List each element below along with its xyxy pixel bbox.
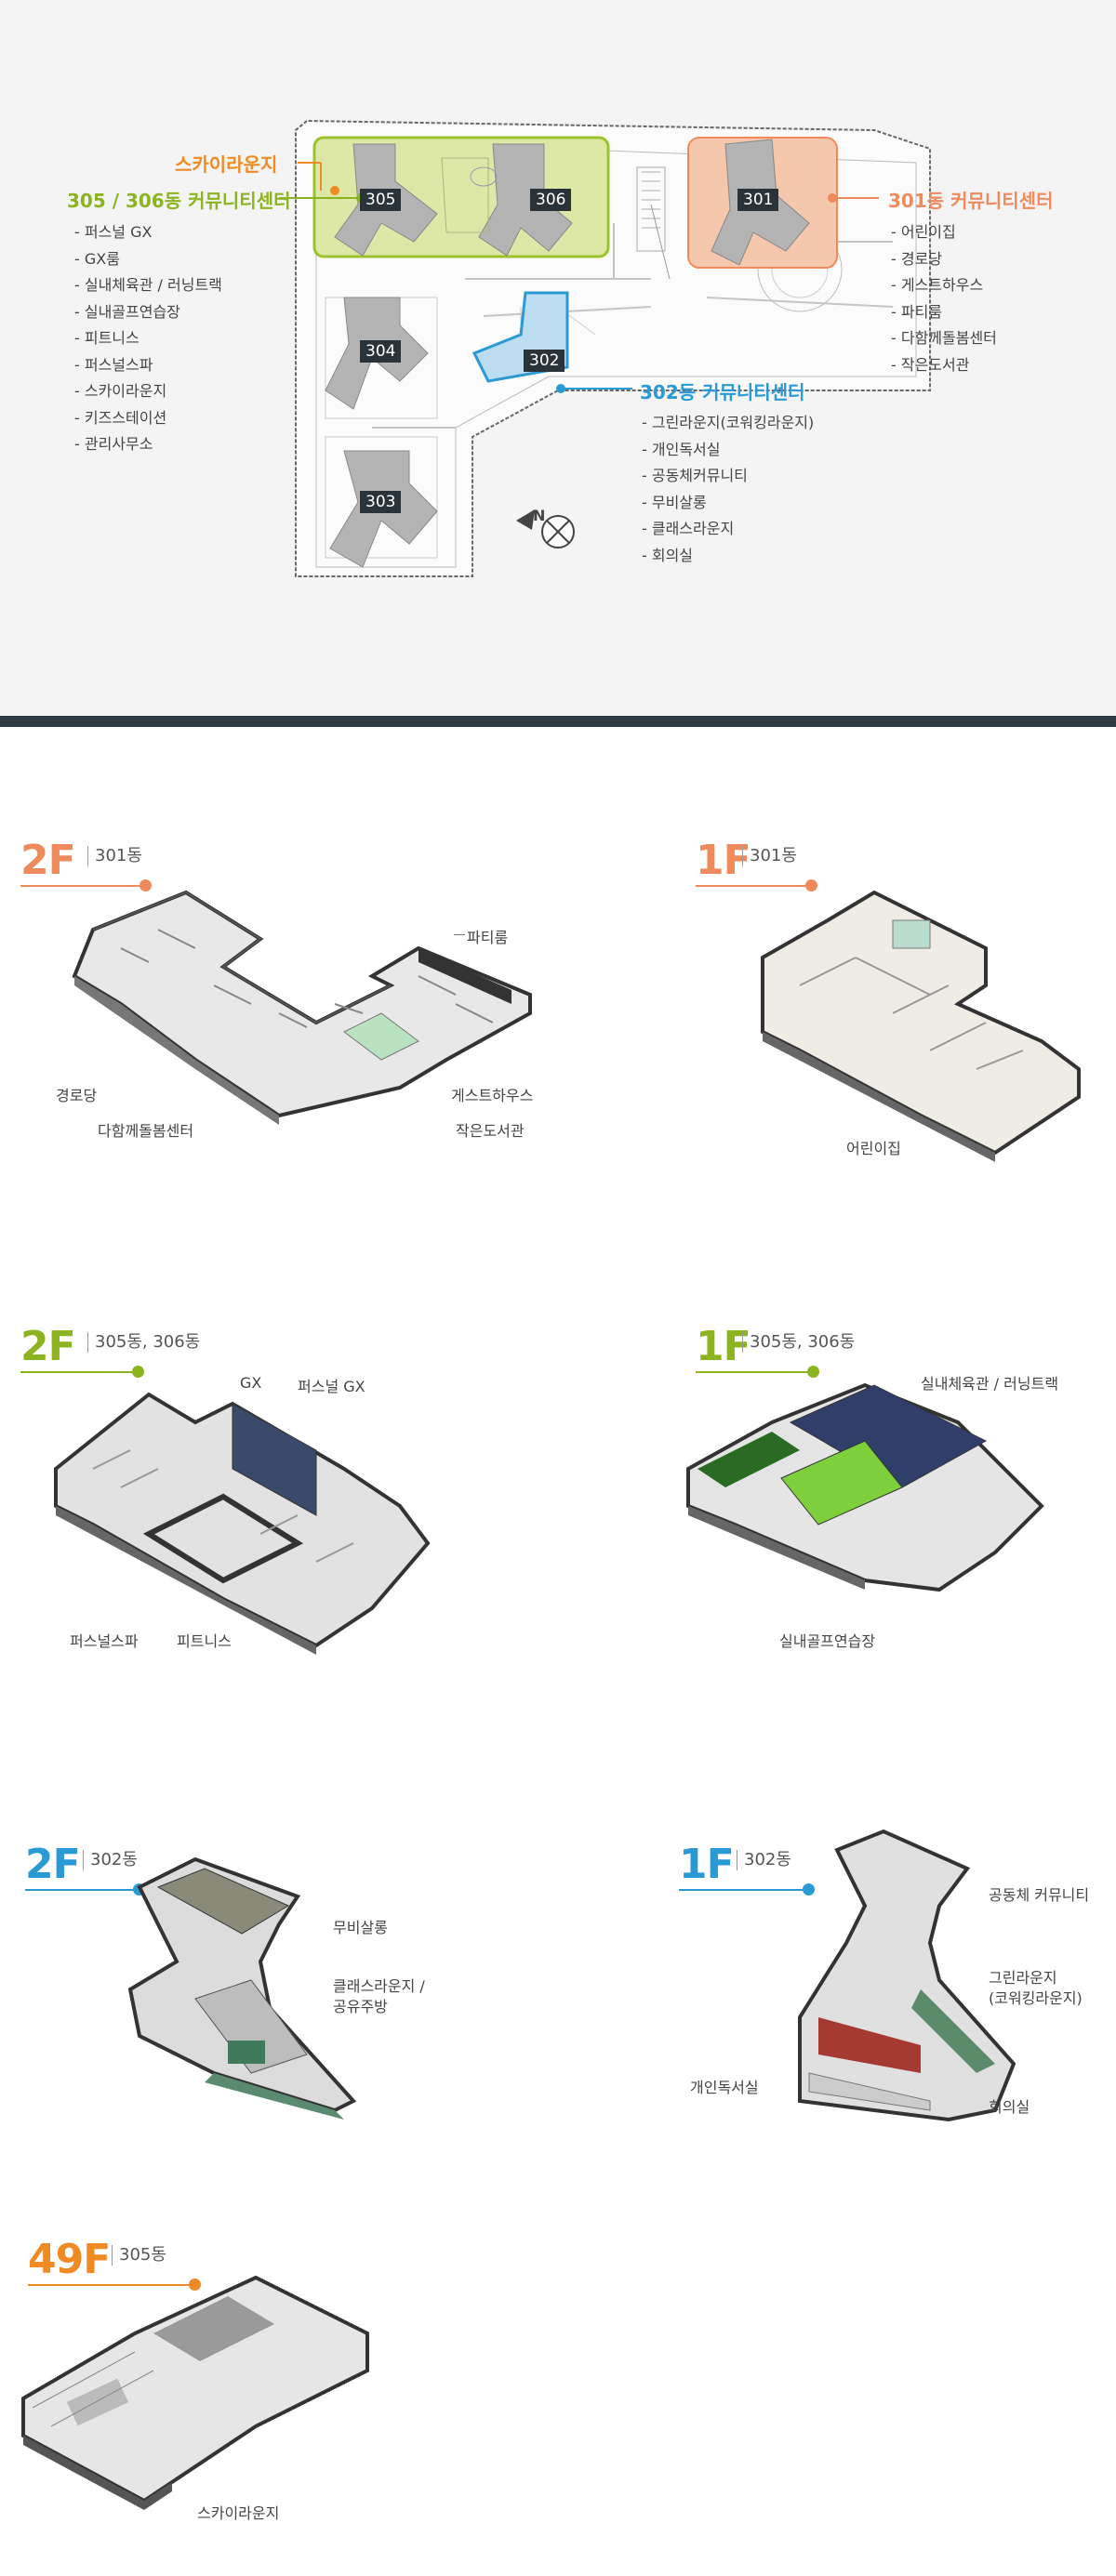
callout-sky-lounge: 스카이라운지: [197, 2504, 280, 2522]
floor-dot: [132, 1366, 144, 1378]
callout-library: 작은도서관: [456, 1122, 525, 1140]
facility-item: 무비살롱: [642, 490, 814, 517]
callout-movie-salon: 무비살롱: [333, 1919, 388, 1936]
floor-label: 2F: [20, 837, 76, 884]
floor-305-1f-plan: [686, 1382, 1044, 1592]
separator: [87, 846, 88, 866]
siteplan-section: 305 306 301 304 302 303 N 스카이라운지 305 / 3…: [0, 0, 1116, 716]
c305-title: 305 / 306동 커뮤니티센터: [67, 190, 291, 212]
separator: [83, 1850, 84, 1870]
callout-meeting-room: 회의실: [989, 2098, 1030, 2116]
facility-item: 공동체커뮤니티: [642, 463, 814, 490]
floor-dot: [140, 879, 152, 892]
dong-label: 302동: [90, 1850, 138, 1869]
floor-301-2f-plan: [72, 890, 532, 1125]
separator: [742, 1332, 743, 1353]
facility-item: 어린이집: [891, 219, 997, 246]
dong-label: 305동, 306동: [750, 1332, 856, 1352]
building-304-label: 304: [360, 340, 402, 363]
callout-guesthouse: 게스트하우스: [451, 1087, 534, 1104]
floor-302-2f-plan: [127, 1856, 357, 2120]
callout-senior: 경로당: [56, 1087, 98, 1104]
facility-item: 파티룸: [891, 299, 997, 326]
building-305-label: 305: [360, 189, 402, 211]
c302-title: 302동 커뮤니티센터: [640, 381, 805, 403]
building-303-label: 303: [360, 491, 402, 513]
facility-item: 퍼스널 GX: [74, 219, 222, 246]
section-divider: [0, 716, 1116, 727]
floor-305-49f-plan: [21, 2275, 369, 2510]
separator: [87, 1332, 88, 1353]
floor-dot: [189, 2279, 201, 2291]
callout-personal-spa: 퍼스널스파: [70, 1632, 139, 1650]
callout-study-room: 개인독서실: [690, 2079, 759, 2096]
floor-dot: [805, 879, 817, 892]
c302-facility-list: 그린라운지(코워킹라운지)개인독서실공동체커뮤니티무비살롱클래스라운지회의실: [642, 410, 814, 569]
facility-item: 실내체육관 / 러닝트랙: [74, 272, 222, 299]
floor-underline: [25, 1889, 135, 1891]
facility-item: 그린라운지(코워킹라운지): [642, 410, 814, 437]
floor-underline: [20, 1371, 134, 1373]
floor-305-2f-plan: [54, 1392, 431, 1655]
floor-label: 1F: [679, 1841, 735, 1888]
callout-indoor-golf: 실내골프연습장: [779, 1632, 876, 1650]
c301-facility-list: 어린이집경로당게스트하우스파티룸다함께돌봄센터작은도서관: [891, 219, 997, 378]
separator: [112, 2245, 113, 2266]
c305-facility-list: 퍼스널 GXGX룸실내체육관 / 러닝트랙실내골프연습장피트니스퍼스널스파스카이…: [74, 219, 222, 458]
dong-label: 302동: [744, 1850, 791, 1869]
facility-item: GX룸: [74, 246, 222, 273]
dong-label: 305동, 306동: [95, 1332, 201, 1352]
floor-underline: [696, 885, 807, 887]
callout-class-lounge: 클래스라운지 / 공유주방: [333, 1977, 425, 2015]
floor-label: 2F: [25, 1841, 81, 1888]
floor-dot: [803, 1883, 815, 1896]
callout-community: 공동체 커뮤니티: [989, 1886, 1090, 1904]
callout-gx: GX: [240, 1374, 262, 1392]
callout-fitness: 피트니스: [177, 1632, 232, 1650]
building-302-label: 302: [524, 350, 565, 372]
facility-item: 퍼스널스파: [74, 352, 222, 379]
facility-item: 게스트하우스: [891, 272, 997, 299]
building-301-label: 301: [737, 189, 779, 211]
floor-underline: [679, 1889, 804, 1891]
facility-item: 실내골프연습장: [74, 299, 222, 326]
facility-item: 개인독서실: [642, 437, 814, 464]
leader: [454, 934, 465, 935]
floor-301-1f-plan: [761, 890, 1081, 1162]
facility-item: 관리사무소: [74, 431, 222, 458]
facility-item: 스카이라운지: [74, 378, 222, 405]
callout-care: 다함께돌봄센터: [98, 1122, 194, 1140]
floor-label: 49F: [28, 2236, 111, 2283]
floor-302-1f-plan: [798, 1829, 1016, 2122]
floor-dot: [807, 1366, 819, 1378]
callout-party: 파티룸: [467, 929, 509, 946]
floor-underline: [28, 2284, 191, 2286]
callout-indoor-gym: 실내체육관 / 러닝트랙: [921, 1375, 1059, 1393]
callout-green-lounge: 그린라운지 (코워킹라운지): [989, 1969, 1083, 2007]
dong-label: 301동: [750, 846, 797, 865]
siteplan-map: [279, 119, 931, 577]
callout-kindergarten: 어린이집: [846, 1140, 901, 1157]
facility-item: 키즈스테이션: [74, 405, 222, 432]
compass-n-label: N: [533, 507, 546, 524]
floor-underline: [696, 1371, 809, 1373]
dong-label: 301동: [95, 846, 142, 865]
floor-label: 2F: [20, 1323, 76, 1370]
floor-label: 1F: [696, 837, 751, 884]
facility-item: 클래스라운지: [642, 516, 814, 543]
dong-label: 305동: [119, 2245, 166, 2265]
facility-item: 회의실: [642, 543, 814, 570]
facility-item: 경로당: [891, 246, 997, 273]
floor-underline: [20, 885, 141, 887]
building-306-label: 306: [530, 189, 572, 211]
facility-item: 피트니스: [74, 325, 222, 352]
facility-item: 작은도서관: [891, 352, 997, 379]
separator: [742, 846, 743, 866]
skylounge-title: 스카이라운지: [175, 153, 278, 176]
c301-title: 301동 커뮤니티센터: [888, 190, 1054, 212]
floor-label: 1F: [696, 1323, 751, 1370]
facility-item: 다함께돌봄센터: [891, 325, 997, 352]
callout-personal-gx: 퍼스널 GX: [298, 1378, 365, 1395]
